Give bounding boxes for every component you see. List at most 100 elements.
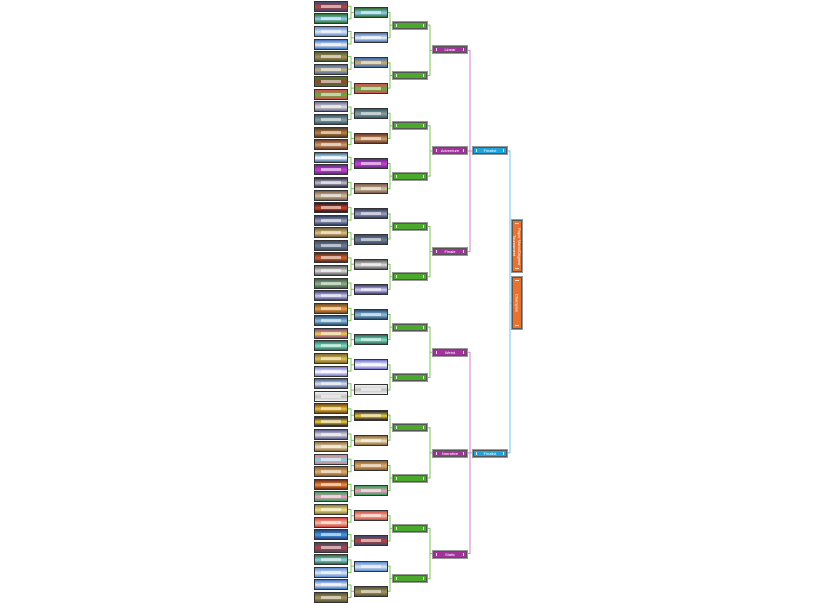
entry-thumbnail[interactable] [314, 139, 348, 151]
entry-thumbnail[interactable] [314, 516, 348, 528]
round2-thumbnail[interactable] [354, 560, 388, 572]
entry-thumbnail[interactable] [314, 290, 348, 302]
round2-thumbnail[interactable] [354, 459, 388, 471]
entry-thumbnail[interactable] [314, 579, 348, 591]
entry-thumbnail[interactable] [314, 365, 348, 377]
round2-thumbnail[interactable] [354, 384, 388, 396]
champion-box[interactable]: Champion [512, 277, 522, 329]
entry-thumbnail[interactable] [314, 554, 348, 566]
category-box-narrative[interactable]: Narrative [433, 450, 467, 457]
round2-thumbnail[interactable] [354, 510, 388, 522]
entry-thumbnail[interactable] [314, 466, 348, 478]
round3-box[interactable] [393, 524, 427, 532]
round3-box[interactable] [393, 273, 427, 281]
round2-thumbnail[interactable] [354, 82, 388, 94]
entry-thumbnail[interactable] [314, 340, 348, 352]
entry-thumbnail[interactable] [314, 51, 348, 63]
round2-thumbnail[interactable] [354, 208, 388, 220]
round2-thumbnail[interactable] [354, 7, 388, 19]
category-box-weird[interactable]: Weird [433, 349, 467, 356]
entry-thumbnail[interactable] [314, 189, 348, 201]
entry-thumbnail[interactable] [314, 239, 348, 251]
round3-box[interactable] [393, 575, 427, 583]
connector-line [348, 81, 352, 95]
round3-box[interactable] [393, 373, 427, 381]
entry-thumbnail[interactable] [314, 491, 348, 503]
entry-thumbnail[interactable] [314, 441, 348, 453]
entry-thumbnail[interactable] [314, 63, 348, 75]
round2-thumbnail[interactable] [354, 283, 388, 295]
entry-thumbnail[interactable] [314, 353, 348, 365]
connector-line [348, 458, 352, 473]
round2-thumbnail[interactable] [354, 183, 388, 195]
entry-thumbnail[interactable] [314, 0, 348, 12]
round3-box[interactable] [393, 323, 427, 331]
connector-line [348, 534, 352, 548]
entry-thumbnail[interactable] [314, 378, 348, 390]
round2-thumbnail[interactable] [354, 434, 388, 446]
round2-thumbnail[interactable] [354, 535, 388, 547]
entry-thumbnail[interactable] [314, 592, 348, 604]
finalist-box-top[interactable]: Finalist [473, 147, 507, 154]
category-box-linear[interactable]: Linear [433, 46, 467, 53]
entry-thumbnail[interactable] [314, 529, 348, 541]
round3-box[interactable] [393, 424, 427, 432]
round3-box[interactable] [393, 474, 427, 482]
round3-box[interactable] [393, 21, 427, 29]
round2-thumbnail[interactable] [354, 359, 388, 371]
round3-box[interactable] [393, 172, 427, 180]
category-box-finale[interactable]: Finale [433, 248, 467, 255]
entry-thumbnail[interactable] [314, 504, 348, 515]
entry-thumbnail[interactable] [314, 327, 348, 339]
entry-thumbnail[interactable] [314, 541, 348, 553]
entry-thumbnail[interactable] [314, 176, 348, 188]
entry-thumbnail[interactable] [314, 264, 348, 276]
entry-thumbnail[interactable] [314, 164, 348, 176]
entry-thumbnail[interactable] [314, 202, 348, 214]
entry-thumbnail[interactable] [314, 76, 348, 88]
entry-thumbnail[interactable] [314, 114, 348, 126]
entry-thumbnail[interactable] [314, 214, 348, 226]
round2-thumbnail[interactable] [354, 107, 388, 119]
entry-thumbnail[interactable] [314, 302, 348, 314]
entry-thumbnail[interactable] [314, 38, 348, 50]
round3-box[interactable] [393, 122, 427, 130]
entry-thumbnail[interactable] [314, 453, 348, 465]
round2-thumbnail[interactable] [354, 57, 388, 69]
entry-thumbnail[interactable] [314, 566, 348, 578]
entry-thumbnail[interactable] [314, 315, 348, 327]
round2-thumbnail[interactable] [354, 334, 388, 346]
round2-thumbnail[interactable] [354, 485, 388, 497]
category-box-static[interactable]: Static [433, 551, 467, 558]
entry-thumbnail[interactable] [314, 126, 348, 138]
category-label: Finale [444, 249, 456, 254]
round2-thumbnail[interactable] [354, 233, 388, 245]
entry-thumbnail[interactable] [314, 428, 348, 440]
finalist-label: Finalist [483, 148, 497, 153]
entry-thumbnail[interactable] [314, 390, 348, 402]
entry-thumbnail[interactable] [314, 478, 348, 490]
connector-line [348, 282, 352, 297]
entry-thumbnail[interactable] [314, 13, 348, 25]
entry-thumbnail[interactable] [314, 277, 348, 289]
round2-thumbnail[interactable] [354, 585, 388, 597]
entry-thumbnail[interactable] [314, 88, 348, 100]
round2-thumbnail[interactable] [354, 409, 388, 421]
round2-thumbnail[interactable] [354, 258, 388, 270]
entry-thumbnail[interactable] [314, 151, 348, 163]
entry-thumbnail[interactable] [314, 227, 348, 239]
round2-thumbnail[interactable] [354, 32, 388, 44]
entry-thumbnail[interactable] [314, 415, 348, 427]
entry-thumbnail[interactable] [314, 101, 348, 113]
round3-box[interactable] [393, 222, 427, 230]
finalist-box-bottom[interactable]: Finalist [473, 450, 507, 457]
entry-thumbnail[interactable] [314, 252, 348, 264]
round2-thumbnail[interactable] [354, 158, 388, 170]
round2-thumbnail[interactable] [354, 309, 388, 320]
round2-thumbnail[interactable] [354, 132, 388, 144]
category-box-adventure[interactable]: Adventure [433, 147, 467, 154]
connector-line [348, 56, 352, 70]
entry-thumbnail[interactable] [314, 25, 348, 37]
entry-thumbnail[interactable] [314, 403, 348, 415]
round3-box[interactable] [393, 71, 427, 79]
